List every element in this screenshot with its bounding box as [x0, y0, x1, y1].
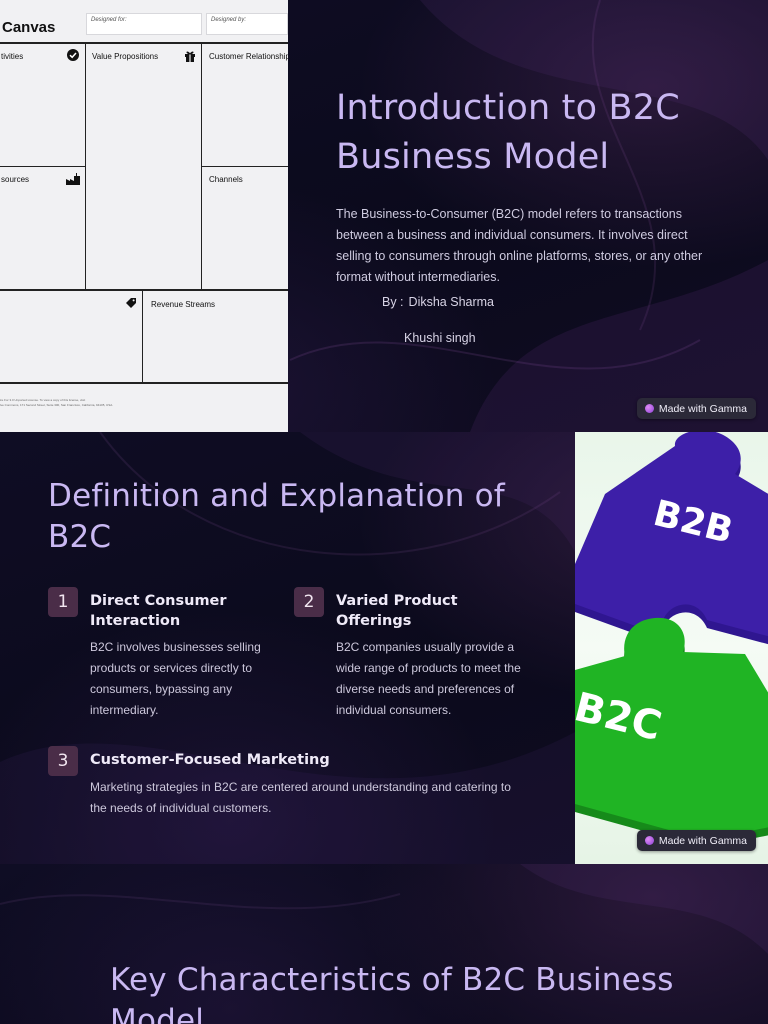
canvas-line — [0, 42, 288, 44]
designed-for-field: Designed for: — [86, 13, 202, 35]
business-model-canvas-image: Canvas Designed for: Designed by: tiviti… — [0, 0, 288, 432]
slide-key-characteristics: Key Characteristics of B2C Business Mode… — [0, 864, 768, 1024]
channels-label: Channels — [209, 175, 243, 184]
slide-title: Definition and Explanation of B2C — [48, 478, 505, 555]
item-body: Marketing strategies in B2C are centered… — [90, 780, 511, 815]
made-with-gamma-badge[interactable]: Made with Gamma — [636, 398, 756, 419]
byline: By : Diksha Sharma — [382, 295, 494, 309]
gamma-badge-label: Made with Gamma — [658, 834, 747, 847]
item-heading: Varied Product Offerings — [336, 593, 458, 629]
canvas-footer-line: ive Commons, 171 Second Street, Suite 30… — [0, 403, 114, 407]
number-badge: 2 — [294, 587, 324, 617]
puzzle-illustration: B2B B2C — [575, 432, 768, 848]
slide-title: Key Characteristics of B2C Business Mode… — [110, 962, 674, 1024]
customer-relationships-label: Customer Relationship — [209, 52, 288, 61]
item-body: B2C companies usually provide a wide ran… — [336, 640, 521, 717]
value-propositions-label: Value Propositions — [92, 52, 159, 61]
b2b-b2c-puzzle-image: B2B B2C — [575, 432, 768, 864]
slide-introduction: Canvas Designed for: Designed by: tiviti… — [0, 0, 768, 432]
canvas-line — [142, 290, 143, 382]
canvas-footer-line: ire For 3.0 Unported License. To view a … — [0, 398, 86, 402]
canvas-line — [201, 166, 288, 167]
gift-icon — [185, 51, 195, 62]
b2c-puzzle-piece — [575, 617, 768, 840]
intro-content: Introduction to B2C Business Model The B… — [336, 84, 736, 288]
key-activities-label: tivities — [1, 52, 24, 61]
slide-body: The Business-to-Consumer (B2C) model ref… — [336, 207, 703, 284]
b2b-puzzle-piece — [575, 432, 768, 638]
gamma-logo-icon — [644, 404, 654, 413]
gamma-logo-icon — [644, 836, 654, 845]
canvas-license-footer: ire For 3.0 Unported License. To view a … — [0, 398, 113, 408]
price-tag-icon — [126, 298, 136, 308]
gamma-badge-label: Made with Gamma — [658, 402, 747, 415]
checkmark-icon — [67, 49, 79, 61]
factory-icon — [66, 173, 80, 185]
number-badge: 3 — [48, 746, 78, 776]
number-badge: 1 — [48, 587, 78, 617]
item-body: B2C involves businesses selling products… — [90, 640, 261, 717]
by-label: By : — [382, 295, 404, 309]
item-heading: Direct Consumer Interaction — [90, 593, 227, 629]
slide-title: Introduction to B2C Business Model — [336, 88, 680, 177]
made-with-gamma-badge[interactable]: Made with Gamma — [636, 830, 756, 851]
slide-definition: Definition and Explanation of B2C 1 Dire… — [0, 432, 768, 864]
canvas-line — [0, 382, 288, 384]
author-name: Khushi singh — [404, 331, 476, 345]
canvas-line — [0, 166, 86, 167]
revenue-streams-label: Revenue Streams — [151, 300, 216, 309]
item-heading: Customer-Focused Marketing — [90, 752, 330, 768]
canvas-line — [0, 289, 288, 291]
canvas-title: Canvas — [2, 19, 56, 36]
designed-by-field: Designed by: — [206, 13, 288, 35]
author-name: Diksha Sharma — [408, 295, 494, 309]
key-resources-label: sources — [1, 175, 30, 184]
